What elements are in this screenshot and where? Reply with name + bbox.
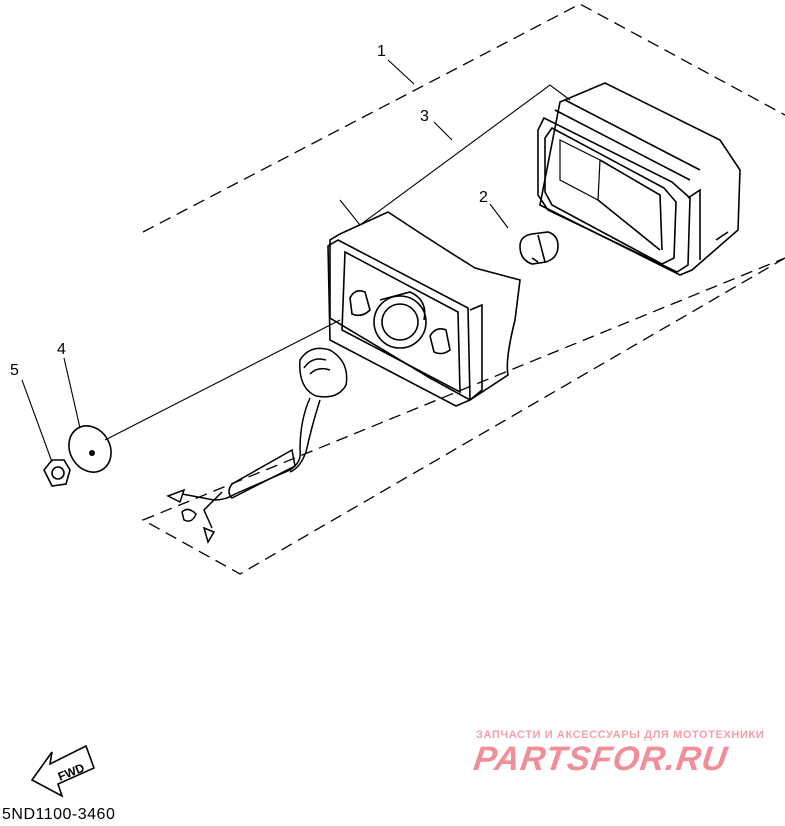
assembly-boundary	[141, 3, 785, 575]
callout-1: 1	[377, 43, 386, 60]
washer	[68, 425, 112, 473]
callout-5: 5	[10, 362, 19, 379]
callout-2: 2	[479, 189, 488, 206]
leader-lines	[21, 59, 571, 463]
callout-4: 4	[57, 341, 66, 358]
flange-nut	[43, 459, 71, 487]
watermark-tagline: ЗАПЧАСТИ И АКСЕССУАРЫ ДЛЯ МОТОТЕХНИКИ	[476, 729, 765, 741]
callout-3: 3	[420, 108, 429, 125]
watermark-brand: PARTSFOR.RU	[471, 740, 731, 778]
light-base-housing	[327, 211, 521, 407]
socket-wire-harness	[166, 347, 348, 544]
part-code: 5ND1100-3460	[2, 806, 116, 823]
lens-housing	[537, 82, 741, 276]
fwd-direction-arrow: FWD	[30, 744, 96, 798]
bulb	[519, 231, 559, 265]
